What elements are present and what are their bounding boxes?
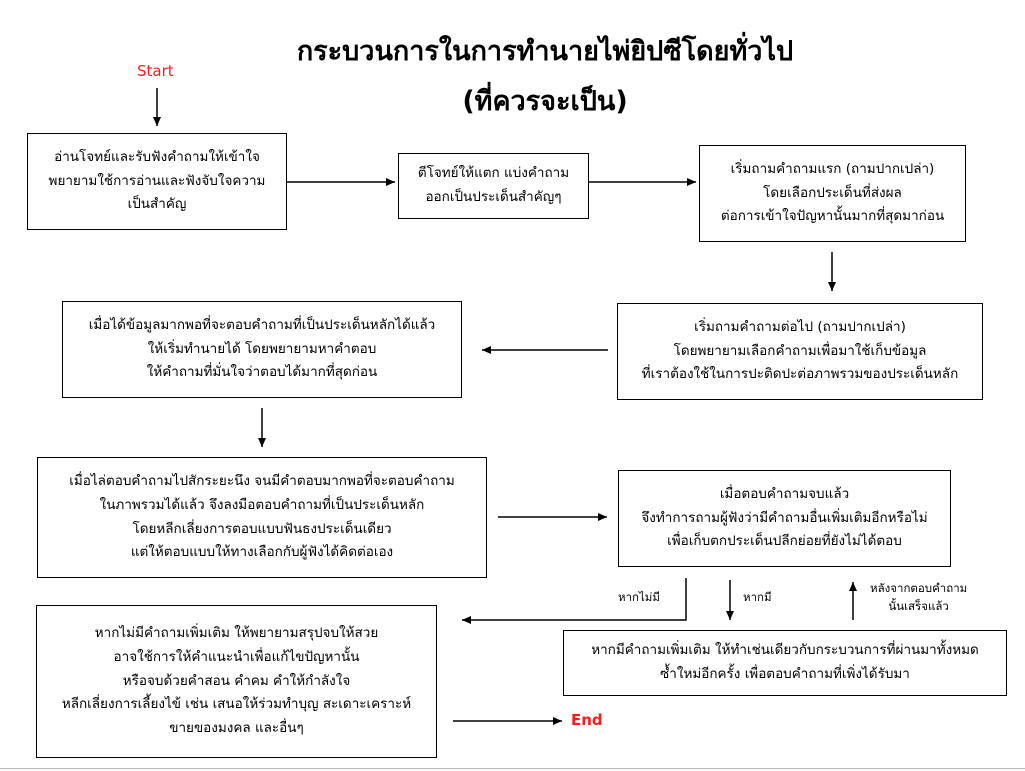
step-text: เริ่มถามคำถามแรก (ถามปากเปล่า) [730,161,935,178]
edge-label-text: หากไม่มี [618,590,660,604]
step-has-more-questions: หากมีคำถามเพิ่มเติม ให้ทำเช่นเดียวกับกระ… [563,630,1007,696]
step-text: ขายของมงคล และอื่นๆ [169,719,304,736]
step-text: จึงทำการถามผู้ฟังว่ามีคำถามอื่นเพิ่มเติม… [641,509,928,526]
step-text: หรือจบด้วยคำสอน คำคม คำให้กำลังใจ [122,672,351,689]
start-label: Start [137,62,174,80]
step-text: ในภาพรวมได้แล้ว จึงลงมือตอบคำถามที่เป็นป… [99,496,425,513]
diagram-title-line1: กระบวนการในการทำนายไพ่ยิปซีโดยทั่วไป [296,36,794,67]
bottom-divider [0,768,1025,769]
step-text: ตีโจทย์ให้แตก แบ่งคำถาม [417,165,570,182]
step-text: หากมีคำถามเพิ่มเติม ให้ทำเช่นเดียวกับกระ… [591,642,979,659]
step-text: ให้คำถามที่มั่นใจว่าตอบได้มากที่สุดก่อน [146,364,378,381]
edge-label-after-done: หลังจากตอบคำถาม นั้นเสร็จแล้ว [870,579,967,616]
step-text: พยายามใช้การอ่านและฟังจับใจความ [48,172,266,189]
step-text: ออกเป็นประเด็นสำคัญๆ [425,189,562,205]
step-text: แต่ให้ตอบแบบให้ทางเลือกกับผู้ฟังได้คิดต่… [130,544,394,561]
step-text: ที่เราต้องใช้ในการปะติดปะต่อภาพรวมของประ… [641,366,959,383]
step-text: อ่านโจทย์และรับฟังคำถามให้เข้าใจ [54,149,260,166]
step-text: หลีกเลี่ยงการเลี้ยงไข้ เช่น เสนอให้ร่วมท… [61,696,412,713]
step-text: อาจใช้การให้คำแนะนำเพื่อแก้ไขปัญหานั้น [113,649,360,666]
diagram-title-line2: (ที่ควรจะเป็น) [462,86,628,117]
step-text: โดยหลีกเลี่ยงการตอบแบบฟันธงประเด็นเดียว [132,520,392,537]
edge-label-text: นั้นเสร็จแล้ว [888,599,949,614]
step-text: เมื่อตอบคำถามจบแล้ว [719,486,850,503]
step-text: ให้เริ่มทำนายได้ โดยพยายามหาคำตอบ [147,340,377,357]
step-text: โดยพยายามเลือกคำถามเพื่อมาใช้เก็บข้อมูล [673,342,927,359]
edge-label-if-no: หากไม่มี [618,588,660,606]
arrow-if-no [462,578,687,624]
step-text: เมื่อได้ข้อมูลมากพอที่จะตอบคำถามที่เป็นป… [88,317,436,334]
step-text: ต่อการเข้าใจปัญหานั้นมากที่สุดมาก่อน [720,208,945,225]
step-text: เป็นสำคัญ [127,196,187,213]
edge-label-if-yes: หากมี [743,588,772,606]
step-text: ซ้ำใหม่อีกครั้ง เพื่อตอบคำถามที่เพิ่งได้… [660,666,910,682]
step-text: หากไม่มีคำถามเพิ่มเติม ให้พยายามสรุปจบให… [94,625,379,642]
end-label: End [571,711,603,729]
step-first-question: เริ่มถามคำถามแรก (ถามปากเปล่า) โดยเลือกป… [699,145,966,242]
step-text: เพื่อเก็บตกประเด็นปลีกย่อยที่ยังไม่ได้ตอ… [667,533,902,550]
step-text: เริ่มถามคำถามต่อไป (ถามปากเปล่า) [694,319,906,336]
step-read-cards: อ่านโจทย์และรับฟังคำถามให้เข้าใจ พยายามใ… [27,133,287,230]
step-start-predict: เมื่อได้ข้อมูลมากพอที่จะตอบคำถามที่เป็นป… [62,301,462,398]
step-after-answer: เมื่อตอบคำถามจบแล้ว จึงทำการถามผู้ฟังว่า… [618,470,951,567]
step-answer-main: เมื่อไล่ตอบคำถามไปสักระยะนึง จนมีคำตอบมา… [37,457,487,578]
step-break-down: ตีโจทย์ให้แตก แบ่งคำถาม ออกเป็นประเด็นสำ… [398,153,589,219]
step-next-question: เริ่มถามคำถามต่อไป (ถามปากเปล่า) โดยพยาย… [617,303,983,400]
edge-label-text: หากมี [743,590,772,604]
step-no-more-questions: หากไม่มีคำถามเพิ่มเติม ให้พยายามสรุปจบให… [36,605,437,758]
step-text: โดยเลือกประเด็นที่ส่งผล [763,184,902,201]
edge-label-text: หลังจากตอบคำถาม [870,581,968,595]
step-text: เมื่อไล่ตอบคำถามไปสักระยะนึง จนมีคำตอบมา… [69,473,455,490]
